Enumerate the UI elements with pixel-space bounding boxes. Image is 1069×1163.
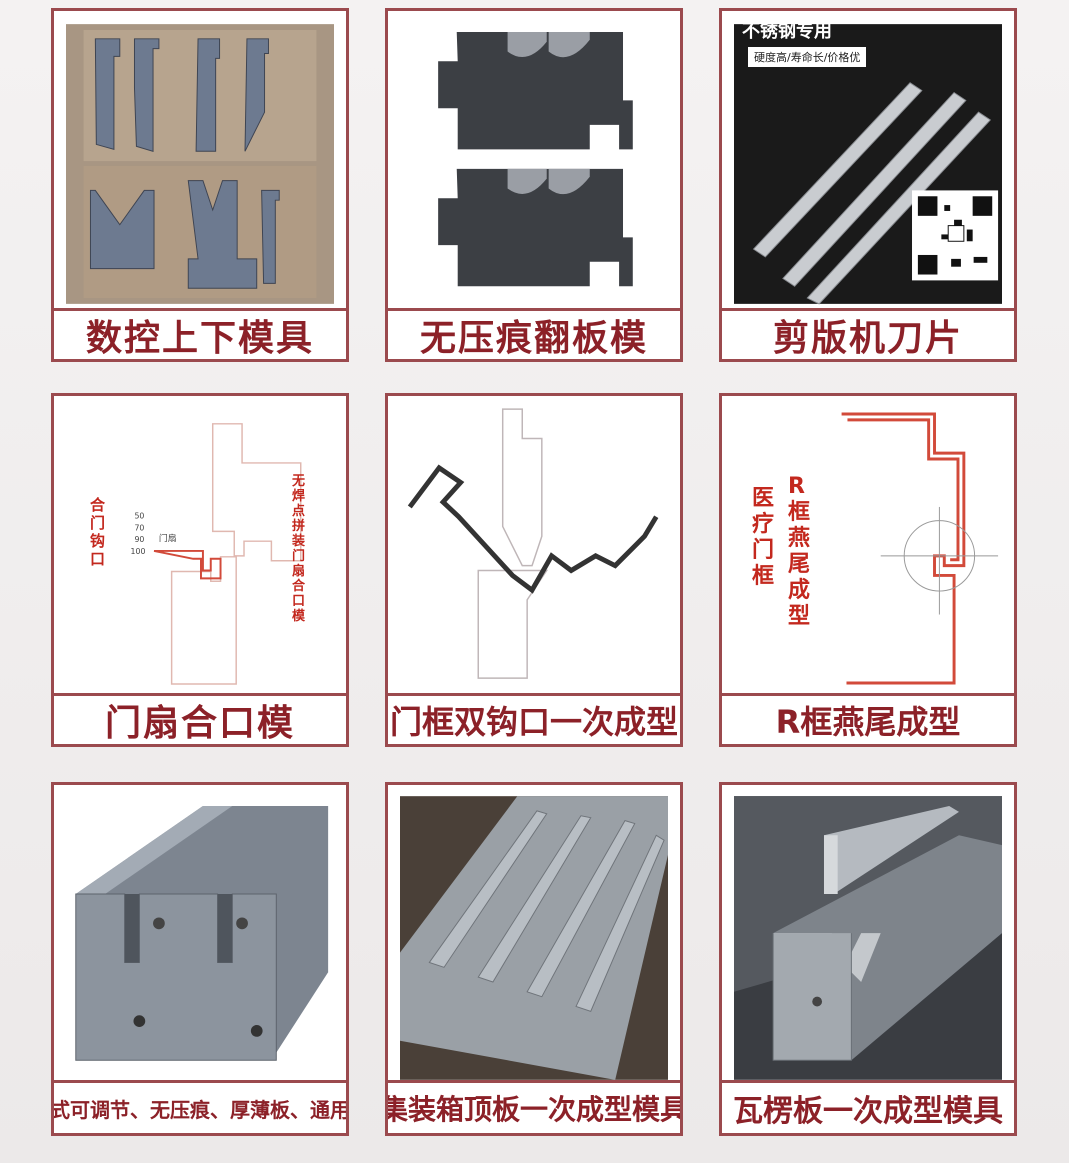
product-card-r-frame-dovetail[interactable]: 医疗门框 R框燕尾成型 R框燕尾成型 <box>719 393 1017 747</box>
product-card-door-leaf-die[interactable]: 门扇 50 70 90 100 合门钩口 无焊点拼装门扇合口模 门扇合口模 <box>51 393 349 747</box>
diagram-label-left: 医疗门框 <box>752 486 775 589</box>
svg-text:100: 100 <box>131 547 146 556</box>
diagram-door-frame <box>400 406 668 692</box>
product-caption: 门框双钩口一次成型 <box>388 693 680 744</box>
product-caption: 数控上下模具 <box>54 308 346 359</box>
product-photo-shear-blade <box>734 21 1002 307</box>
diagram-door-leaf: 门扇 50 70 90 100 <box>66 406 334 692</box>
svg-text:50: 50 <box>134 512 144 521</box>
diagram-label-right: 无焊点拼装门扇合口模 <box>292 474 306 624</box>
overlay-title: 不锈钢专用 <box>742 21 832 42</box>
product-caption: 门扇合口模 <box>54 693 346 744</box>
product-caption: 瓦楞板一次成型模具 <box>722 1080 1014 1133</box>
product-card-shear-blade[interactable]: 不锈钢专用 硬度高/寿命长/价格优 剪版机刀片 <box>719 8 1017 362</box>
product-card-container-roof[interactable]: 集装箱顶板一次成型模具 <box>385 782 683 1136</box>
product-card-flip-die[interactable]: 无压痕翻板模 <box>385 8 683 362</box>
product-photo-corrugated-die <box>734 793 1002 1083</box>
product-caption: 无压痕翻板模 <box>388 308 680 359</box>
product-photo-dies <box>66 21 334 307</box>
diagram-r-frame <box>734 406 1002 692</box>
product-photo-flip-die <box>400 21 668 307</box>
diagram-label-right: R框燕尾成型 <box>788 474 811 629</box>
product-caption: 剪版机刀片 <box>722 308 1014 359</box>
product-caption: R框燕尾成型 <box>722 693 1014 744</box>
product-card-door-frame-hook[interactable]: 门框双钩口一次成型 <box>385 393 683 747</box>
product-card-upper-lower-dies[interactable]: 数控上下模具 <box>51 8 349 362</box>
product-photo-insert-die <box>66 793 334 1083</box>
svg-text:70: 70 <box>134 523 144 532</box>
product-photo-container-roof <box>400 793 668 1083</box>
product-card-insert-lower-die[interactable]: 镶块式可调节、无压痕、厚薄板、通用下模 <box>51 782 349 1136</box>
svg-text:门扇: 门扇 <box>159 532 177 544</box>
overlay-subtitle: 硬度高/寿命长/价格优 <box>748 47 867 67</box>
product-caption: 集装箱顶板一次成型模具 <box>388 1080 680 1133</box>
product-caption: 镶块式可调节、无压痕、厚薄板、通用下模 <box>54 1080 346 1133</box>
diagram-label-left: 合门钩口 <box>90 496 106 568</box>
product-card-corrugated-die[interactable]: 瓦楞板一次成型模具 <box>719 782 1017 1136</box>
svg-text:90: 90 <box>134 535 144 544</box>
